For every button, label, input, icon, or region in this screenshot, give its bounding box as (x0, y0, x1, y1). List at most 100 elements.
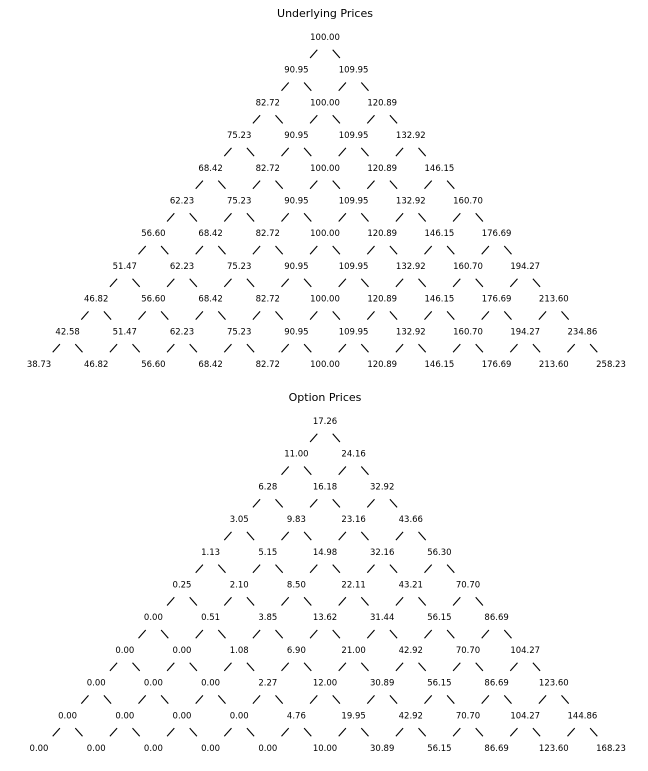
tree-node-value: 68.42 (198, 229, 222, 239)
edge-down (509, 278, 518, 288)
edge-up (189, 212, 198, 222)
tree-node-value: 16.18 (313, 482, 337, 492)
edge-up (217, 245, 226, 255)
tree-node-value: 42.58 (55, 327, 79, 337)
edge-up (332, 564, 341, 574)
edge-down (166, 212, 175, 222)
edge-down (509, 343, 518, 353)
edge-down (395, 278, 404, 288)
edge-down (309, 180, 318, 190)
tree-node-value: 56.30 (427, 548, 451, 558)
edge-down (366, 564, 375, 574)
edge-down (166, 727, 175, 737)
tree-node-value: 100.00 (310, 360, 340, 370)
edge-up (360, 596, 369, 606)
edge-down (452, 727, 461, 737)
tree-node-value: 104.27 (510, 646, 540, 656)
edge-down (281, 596, 290, 606)
edge-up (503, 311, 512, 320)
edge-down (538, 695, 547, 704)
tree-node-value: 120.89 (367, 295, 397, 305)
tree-node-value: 213.60 (539, 360, 569, 370)
edge-up (303, 466, 312, 476)
tree-node-value: 146.15 (425, 295, 455, 305)
edge-down (309, 433, 318, 443)
edge-down (109, 278, 118, 288)
tree-node-value: 0.00 (173, 646, 192, 656)
tree-node-value: 100.00 (310, 164, 340, 174)
edge-down (452, 596, 461, 606)
tree-node-value: 19.95 (341, 711, 365, 721)
edge-down (366, 629, 375, 639)
tree-node-value: 31.44 (370, 613, 394, 623)
edge-up (246, 662, 255, 672)
tree-node-value: 194.27 (510, 327, 540, 337)
tree-node-value: 3.85 (258, 613, 277, 623)
tree-node-value: 62.23 (170, 262, 194, 272)
tree-node-value: 23.16 (341, 515, 365, 525)
tree-node-value: 56.60 (141, 229, 165, 239)
edge-up (132, 343, 141, 353)
tree-node-value: 176.69 (482, 295, 512, 305)
edge-up (475, 727, 484, 737)
edge-up (332, 49, 341, 59)
tree-node-value: 2.27 (258, 679, 277, 689)
tree-node-value: 0.00 (144, 744, 163, 754)
edge-up (389, 114, 398, 124)
edge-down (252, 245, 261, 255)
tree-node-value: 75.23 (227, 327, 251, 337)
edge-down (338, 727, 347, 737)
edge-up (389, 564, 398, 574)
tree-node-value: 100.00 (310, 295, 340, 305)
tree-node-value: 213.60 (539, 295, 569, 305)
edge-up (275, 695, 284, 704)
edge-down (338, 212, 347, 222)
tree-node-value: 90.95 (284, 262, 308, 272)
edge-down (281, 82, 290, 92)
edge-up (360, 147, 369, 157)
edge-down (395, 596, 404, 606)
edge-up (332, 629, 341, 639)
edge-down (223, 596, 232, 606)
edge-up (503, 629, 512, 639)
tree-node-value: 0.00 (173, 711, 192, 721)
tree-node-value: 12.00 (313, 679, 337, 689)
edge-up (389, 498, 398, 508)
edge-up (246, 727, 255, 737)
edge-down (252, 180, 261, 190)
edge-up (160, 311, 169, 320)
edge-down (252, 629, 261, 639)
tree-node-value: 0.00 (87, 744, 106, 754)
edge-up (503, 695, 512, 704)
edge-up (275, 564, 284, 574)
edge-down (424, 695, 433, 704)
edge-up (189, 278, 198, 288)
edge-up (246, 531, 255, 541)
edge-up (332, 180, 341, 190)
edge-down (109, 343, 118, 353)
tree-node-value: 0.00 (58, 711, 77, 721)
edge-down (338, 147, 347, 157)
edge-down (252, 498, 261, 508)
tree-node-value: 42.92 (399, 646, 423, 656)
edge-down (395, 662, 404, 672)
edge-down (195, 245, 204, 255)
edge-down (452, 343, 461, 353)
edge-up (561, 695, 570, 704)
edge-up (475, 278, 484, 288)
edge-up (418, 147, 427, 157)
edge-up (303, 662, 312, 672)
edge-up (389, 180, 398, 190)
tree-node-value: 82.72 (256, 295, 280, 305)
edge-up (275, 629, 284, 639)
tree-node-value: 86.69 (484, 613, 508, 623)
edge-up (360, 343, 369, 353)
edge-down (281, 727, 290, 737)
tree-node-value: 43.66 (399, 515, 423, 525)
edge-up (160, 245, 169, 255)
tree-node-value: 120.89 (367, 360, 397, 370)
tree-node-value: 13.62 (313, 613, 337, 623)
tree-node-value: 75.23 (227, 131, 251, 141)
edge-up (589, 727, 598, 737)
